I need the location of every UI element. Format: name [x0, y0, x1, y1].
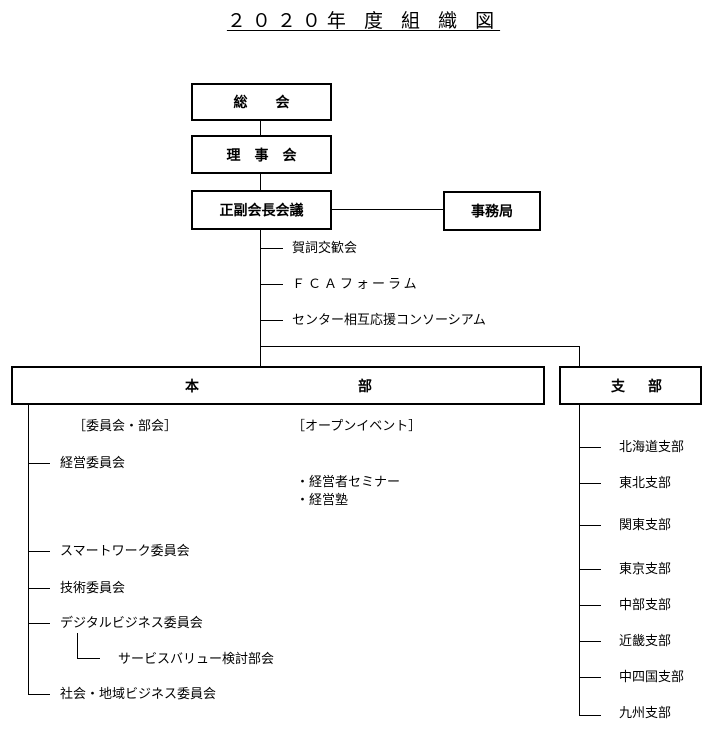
- chairmen-meeting-box: 正副会長会議: [191, 190, 332, 230]
- chairmen-meeting-label: 正副会長会議: [219, 203, 304, 219]
- committee-item: 経営委員会: [60, 456, 126, 471]
- branch-item: 北海道支部: [619, 440, 685, 455]
- branch-item: 九州支部: [619, 706, 672, 721]
- branches-label-left: 支: [611, 378, 625, 395]
- branch-item: 中四国支部: [619, 670, 685, 685]
- open-event-item: ・経営者セミナー: [296, 475, 401, 490]
- committee-item: スマートワーク委員会: [60, 544, 190, 559]
- secretariat-label: 事務局: [471, 204, 513, 220]
- branch-item: 東北支部: [619, 476, 672, 491]
- title-text: ２０２０年 度 組 織 図: [226, 10, 501, 32]
- branch-item: 関東支部: [619, 518, 672, 533]
- branches-label-right: 部: [648, 378, 662, 395]
- committee-item: 社会・地域ビジネス委員会: [60, 687, 217, 702]
- branch-item: 中部支部: [619, 598, 672, 613]
- general-assembly-box: 総 会: [191, 83, 332, 121]
- open-event-item: ・経営塾: [296, 493, 349, 508]
- branch-item: 近畿支部: [619, 634, 672, 649]
- board-label: 理 事 会: [226, 147, 297, 164]
- event-item: 賀詞交歓会: [292, 241, 358, 256]
- headquarters-label-right: 部: [358, 378, 372, 395]
- sub-committee-item: サービスバリュー検討部会: [118, 652, 275, 667]
- page-title: ２０２０年 度 組 織 図: [0, 8, 727, 34]
- open-events-heading: ［オープンイベント］: [292, 419, 422, 434]
- board-box: 理 事 会: [191, 135, 332, 174]
- committee-item: 技術委員会: [60, 581, 126, 596]
- committee-item: デジタルビジネス委員会: [60, 616, 203, 631]
- secretariat-box: 事務局: [443, 191, 541, 231]
- branches-box: 支 部: [559, 366, 702, 405]
- general-assembly-label: 総 会: [233, 95, 290, 111]
- branch-item: 東京支部: [619, 562, 672, 577]
- event-item: センター相互応援コンソーシアム: [292, 313, 486, 328]
- event-item: ＦＣＡフォーラム: [292, 277, 420, 292]
- committees-heading: ［委員会・部会］: [73, 419, 178, 434]
- headquarters-label-left: 本: [185, 378, 199, 395]
- headquarters-box: 本 部: [11, 366, 545, 405]
